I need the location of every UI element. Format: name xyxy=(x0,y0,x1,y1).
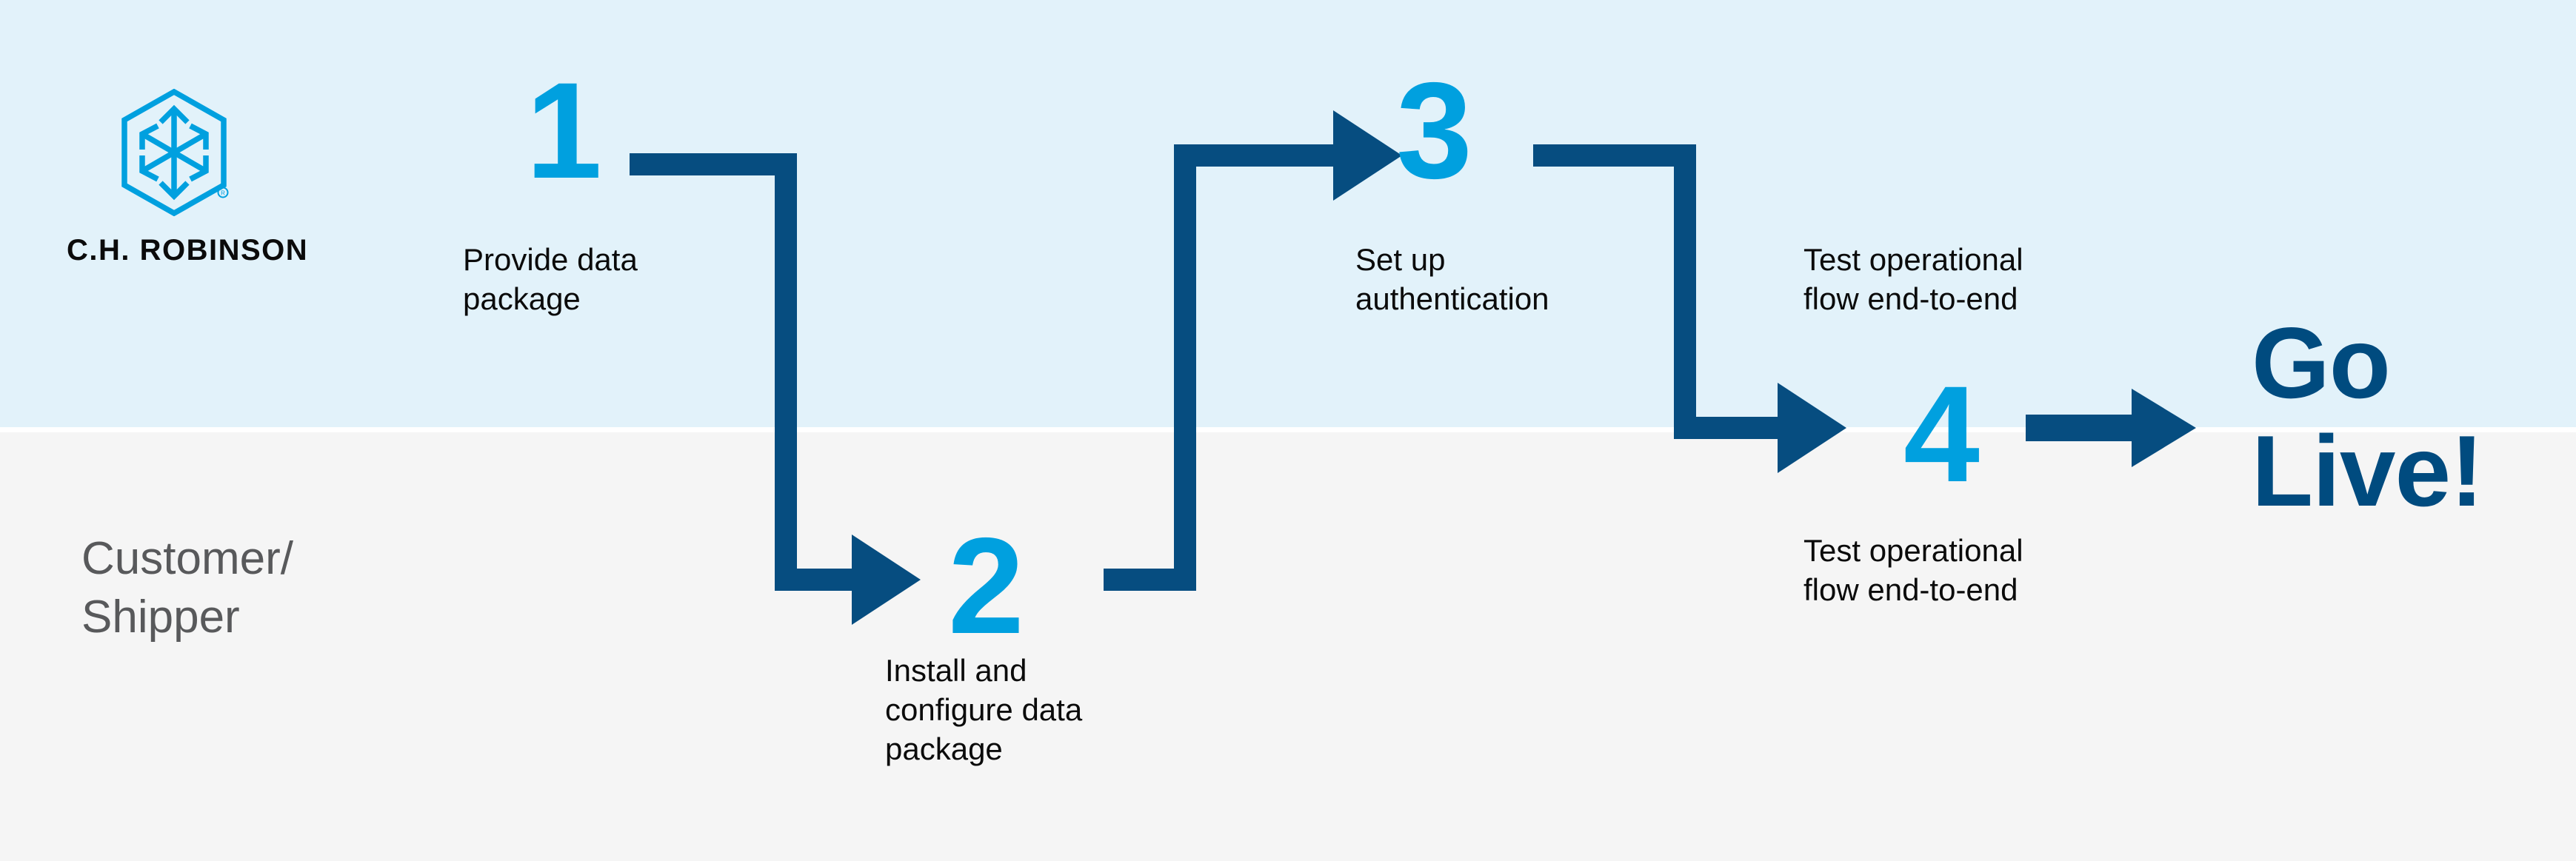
connector-step2-to-step3 xyxy=(1104,110,1402,591)
step-number-4: 4 xyxy=(1903,358,1980,511)
step-caption-4-top-line1: Test operational xyxy=(1803,242,2023,277)
go-live-line2: Live! xyxy=(2252,414,2483,527)
lane-label-line1: Customer/ xyxy=(81,533,293,584)
lane-band-top xyxy=(0,0,2576,427)
step-caption-1-line2: package xyxy=(463,281,581,316)
step-number-3: 3 xyxy=(1396,55,1472,207)
step-caption-2-line2: configure data xyxy=(885,691,1083,727)
step-caption-4-bottom-line1: Test operational xyxy=(1803,533,2023,568)
connector-step1-to-step2 xyxy=(630,153,921,625)
go-live-terminal: Go Live! xyxy=(2252,309,2570,525)
step-caption-3-line2: authentication xyxy=(1355,281,1549,316)
step-caption-2: Install and configure data package xyxy=(885,651,1181,769)
step-caption-1-line1: Provide data xyxy=(463,242,638,277)
step-number-2: 2 xyxy=(948,510,1024,663)
step-number-1: 1 xyxy=(526,55,602,207)
go-live-line1: Go xyxy=(2252,306,2391,419)
step-caption-4-top-line2: flow end-to-end xyxy=(1803,281,2018,316)
step-caption-3: Set up authentication xyxy=(1355,241,1652,319)
step-caption-1: Provide data package xyxy=(463,241,730,319)
lane-label-customer-shipper: Customer/ Shipper xyxy=(81,529,393,647)
registered-trademark-icon: R xyxy=(217,187,229,198)
svg-text:R: R xyxy=(221,190,225,197)
ch-robinson-cube-icon: R xyxy=(121,89,229,216)
step-caption-2-line3: package xyxy=(885,731,1003,766)
step-caption-4-top: Test operational flow end-to-end xyxy=(1803,241,2100,319)
lane-label-line2: Shipper xyxy=(81,592,240,643)
step-caption-2-line1: Install and xyxy=(885,653,1027,688)
brand-wordmark: C.H. ROBINSON xyxy=(67,234,309,267)
step-caption-3-line1: Set up xyxy=(1355,242,1446,277)
brand-logo: R C.H. ROBINSON xyxy=(67,89,309,267)
connector-step4-to-golive xyxy=(2026,389,2196,467)
lane-band-bottom xyxy=(0,432,2576,861)
step-caption-4-bottom: Test operational flow end-to-end xyxy=(1803,532,2100,610)
step-caption-4-bottom-line2: flow end-to-end xyxy=(1803,572,2018,607)
connector-step3-to-step4 xyxy=(1533,144,1846,473)
